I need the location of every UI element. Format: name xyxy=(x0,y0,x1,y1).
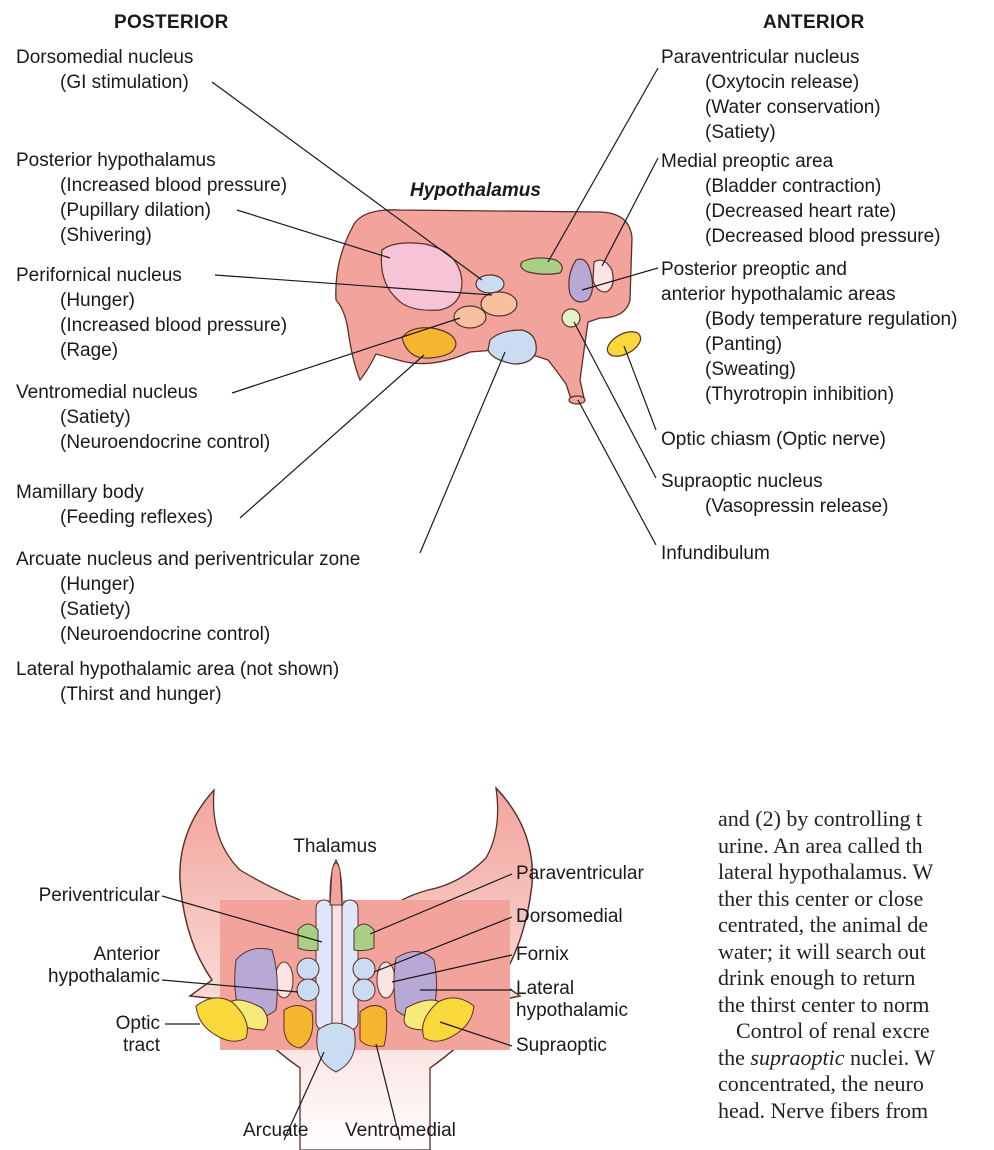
label-paraventricular: Paraventricular xyxy=(516,863,644,884)
label-posterior-hypothalamus: Posterior hypothalamus (Increased blood … xyxy=(16,150,288,246)
body-line: the thirst center to norm xyxy=(718,991,930,1017)
body-line: ther this center or close xyxy=(718,885,924,911)
body-paragraph-2-start: Control of renal excre xyxy=(736,1018,930,1043)
optic-chiasm-region xyxy=(606,331,642,357)
body-line: water; it will search out xyxy=(718,938,926,964)
label-fornix: Fornix xyxy=(516,944,569,965)
label-periventricular: Periventricular xyxy=(38,885,160,906)
label-optic-chiasm: Optic chiasm (Optic nerve) xyxy=(661,429,886,450)
label-posterior-preoptic-areas: Posterior preoptic and anterior hypothal… xyxy=(661,259,958,405)
left-leader-lines xyxy=(211,81,506,554)
posterior-header: POSTERIOR xyxy=(114,12,229,33)
supraoptic-region xyxy=(561,308,581,328)
label-supraoptic-nucleus: Supraoptic nucleus (Vasopressin release) xyxy=(661,471,889,517)
label-lateral-hypothalamic-area: Lateral hypothalamic area (not shown) (T… xyxy=(16,659,340,705)
posterior-preoptic-region xyxy=(568,258,594,303)
body-line: lateral hypothalamus. W xyxy=(718,859,934,884)
label-dorsomedial: Dorsomedial xyxy=(516,906,623,927)
label-arcuate: Arcuate xyxy=(243,1120,309,1141)
arcuate-region xyxy=(487,329,537,365)
anterior-header: ANTERIOR xyxy=(763,12,865,33)
body-line: centrated, the animal de xyxy=(718,912,929,937)
label-mamillary-body: Mamillary body (Feeding reflexes) xyxy=(16,482,214,528)
body-line-italic: the supraoptic nuclei. W xyxy=(718,1044,936,1070)
body-line: head. Nerve fibers from xyxy=(718,1097,929,1123)
label-ventromedial-nucleus: Ventromedial nucleus (Satiety) (Neuroend… xyxy=(16,382,271,453)
label-anterior-hypothalamic: Anterior hypothalamic xyxy=(48,944,160,987)
label-supraoptic: Supraoptic xyxy=(516,1035,607,1056)
body-line: urine. An area called th xyxy=(718,832,923,858)
label-medial-preoptic-area: Medial preoptic area (Bladder contractio… xyxy=(661,151,941,247)
body-line: drink enough to return xyxy=(718,965,916,990)
label-arcuate-nucleus: Arcuate nucleus and periventricular zone… xyxy=(16,549,361,645)
dorsomedial-region xyxy=(475,274,505,294)
infundibulum-tip xyxy=(568,395,586,405)
body-line: concentrated, the neuro xyxy=(718,1071,924,1096)
label-lateral-hypothalamic: Lateral hypothalamic xyxy=(516,978,628,1021)
label-ventromedial: Ventromedial xyxy=(345,1120,456,1141)
diagram-title: Hypothalamus xyxy=(410,180,541,201)
fornix-region xyxy=(453,305,487,329)
label-infundibulum: Infundibulum xyxy=(661,543,770,564)
posterior-hypothalamus-region xyxy=(380,242,463,311)
body-text-column: and (2) by controlling t urine. An area … xyxy=(718,806,994,1150)
label-dorsomedial-nucleus: Dorsomedial nucleus (GI stimulation) xyxy=(16,47,194,93)
label-perifornical-nucleus: Perifornical nucleus (Hunger) (Increased… xyxy=(16,265,288,361)
body-line: and (2) by controlling t xyxy=(718,806,923,831)
paraventricular-region xyxy=(520,257,563,275)
mamillary-body-region xyxy=(401,327,457,359)
right-leader-lines xyxy=(547,67,659,546)
perifornical-region xyxy=(480,291,518,317)
label-paraventricular-nucleus: Paraventricular nucleus (Oxytocin releas… xyxy=(661,47,881,143)
label-optic-tract: Optic tract xyxy=(115,1013,160,1056)
label-thalamus: Thalamus xyxy=(293,836,377,857)
